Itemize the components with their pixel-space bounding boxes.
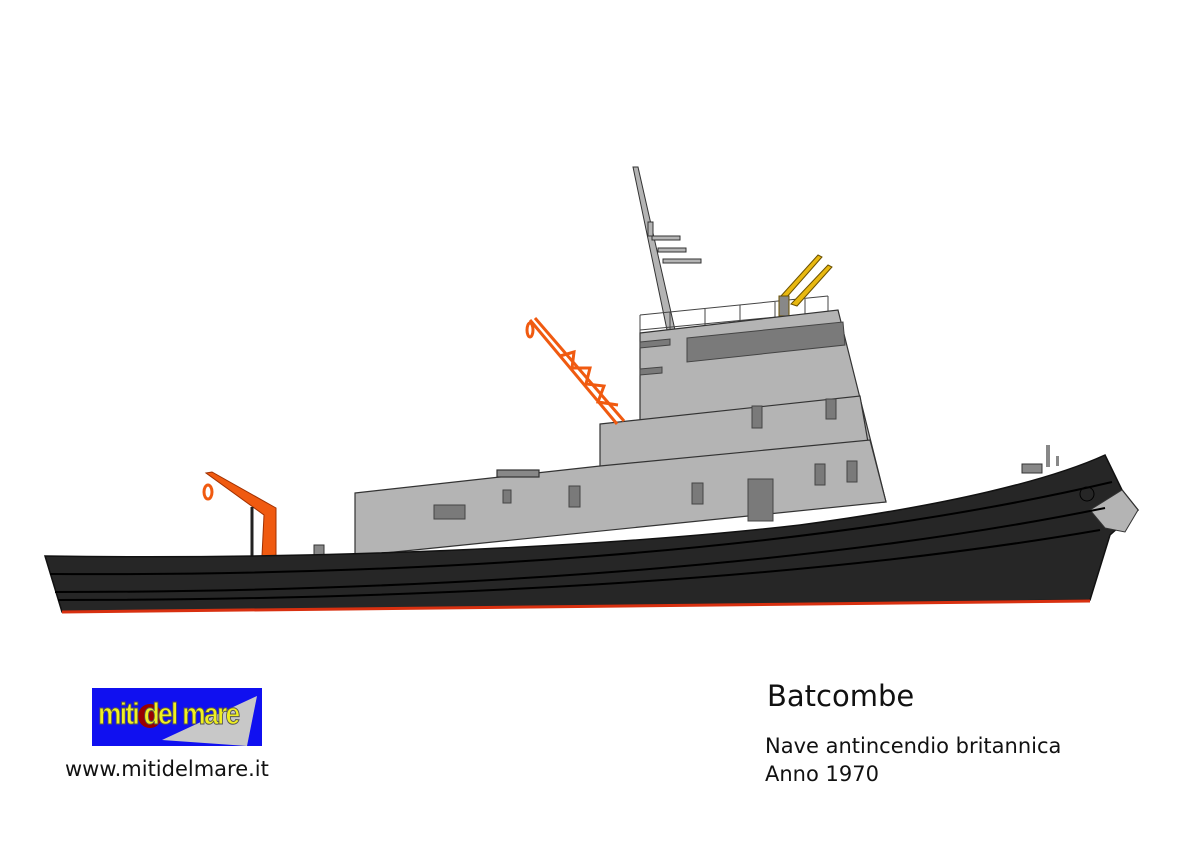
hull <box>43 445 1140 614</box>
ship-description: Nave antincendio britannica <box>765 734 1062 758</box>
website-url: www.mitidelmare.it <box>65 757 269 781</box>
logo-text: miti del mare <box>98 696 241 732</box>
ship-year: Anno 1970 <box>765 762 879 786</box>
aft-crane <box>202 471 325 557</box>
lattice-crane <box>525 317 626 425</box>
ship-name: Batcombe <box>767 679 915 713</box>
logo: miti del mare <box>92 688 262 746</box>
windows <box>433 321 858 522</box>
bridge-railing <box>639 295 829 333</box>
fire-monitor-nozzles <box>778 254 833 317</box>
mast <box>632 166 702 331</box>
